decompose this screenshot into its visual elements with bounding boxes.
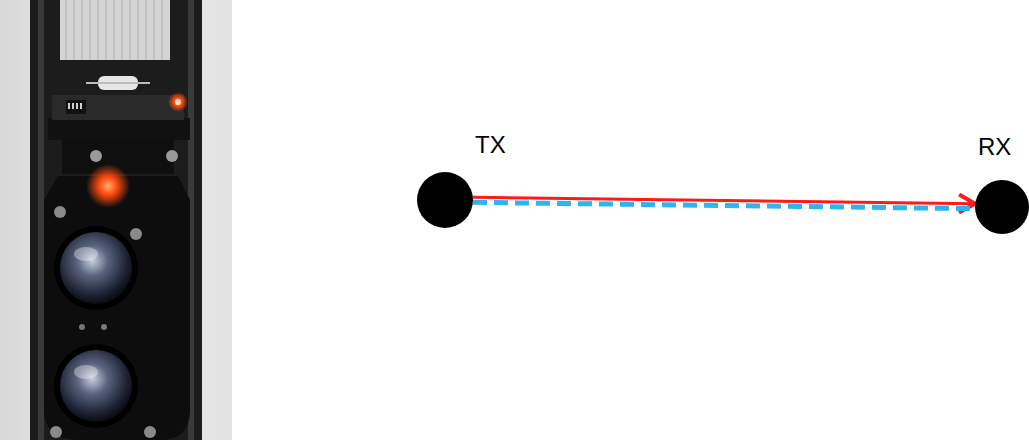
node-label: RX	[978, 134, 1011, 160]
node-circle	[975, 180, 1029, 234]
beam-line	[473, 194, 975, 212]
beam-sensor-photo	[0, 0, 240, 440]
beam-line	[473, 202, 975, 208]
station-node: TX	[417, 172, 473, 228]
node-circle	[417, 172, 473, 228]
node-label: TX	[475, 132, 506, 158]
station-node: RX	[975, 180, 1029, 234]
